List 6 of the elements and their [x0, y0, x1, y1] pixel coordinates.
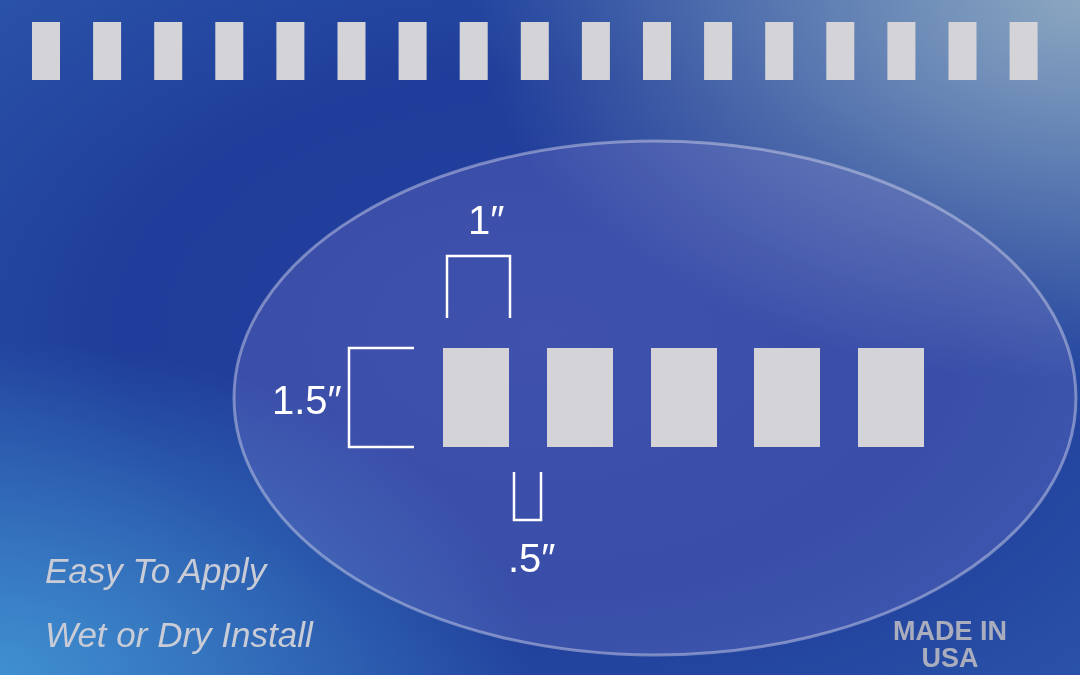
dimension-label: 1.5″	[272, 380, 342, 420]
feature-text: Wet or Dry Install	[45, 617, 313, 652]
feature-text: Easy To Apply	[45, 553, 267, 588]
origin-badge-text: MADE IN USA	[892, 618, 1008, 672]
dimension-label: 1″	[468, 200, 505, 240]
dimension-label: .5″	[508, 538, 556, 578]
